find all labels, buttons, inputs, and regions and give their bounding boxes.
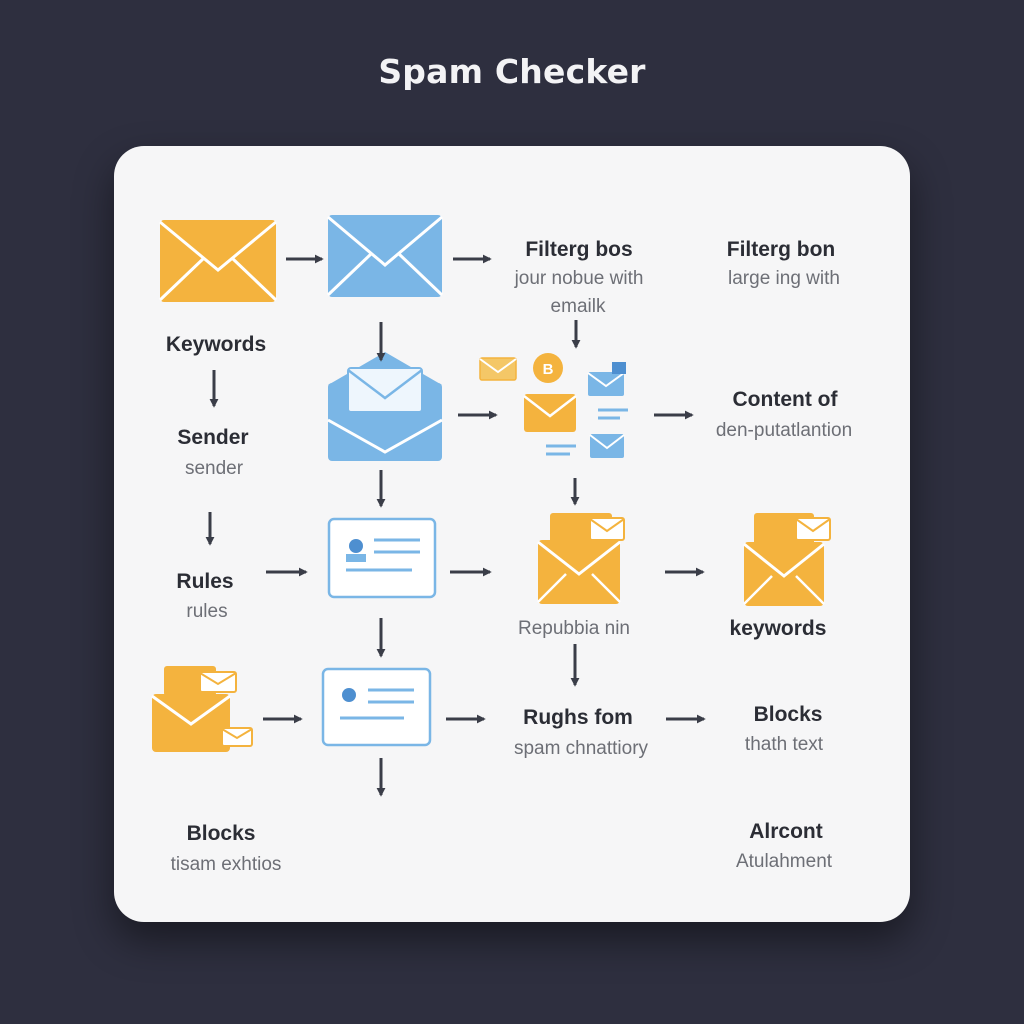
small-envelope-icon (523, 394, 577, 432)
sender-title: Sender (177, 426, 249, 449)
rules-title: Rules (176, 570, 234, 593)
blocks-left-subtitle: tisam exhtios (170, 854, 282, 875)
content-title: Content of (732, 388, 838, 411)
filter2-subtitle: large ing with (728, 268, 840, 289)
filter1-subtitle: jour nobue with (514, 268, 644, 289)
document-card-icon (321, 667, 432, 747)
envelope-stack-icon (151, 666, 253, 752)
orange-envelope-icon (158, 220, 278, 302)
envelope-stack-icon (537, 513, 625, 604)
email-cluster-icon: B (479, 353, 628, 458)
filter1-subtitle-2: emailk (550, 296, 606, 317)
svg-text:B: B (543, 361, 554, 378)
envelope-stack-icon (743, 513, 831, 606)
small-envelope-icon (589, 434, 625, 458)
reputation-label: Repubbia nin (518, 618, 630, 639)
small-envelope-icon (587, 362, 626, 396)
blocks-left-title: Blocks (186, 822, 256, 845)
sender-subtitle: sender (184, 458, 244, 479)
rughs-subtitle: spam chnattiory (513, 738, 649, 759)
rules-subtitle: rules (186, 601, 228, 622)
keywords-right-label: keywords (729, 617, 827, 640)
blocks-right-subtitle: thath text (744, 734, 824, 755)
filter1-title: Filterg bos (525, 238, 633, 261)
diagram-title: Spam Checker (378, 52, 646, 91)
rughs-title: Rughs fom (523, 706, 633, 729)
coin-icon: B (533, 353, 563, 383)
alcont-subtitle: Atulahment (735, 851, 833, 872)
open-envelope-icon (327, 352, 443, 461)
keywords-label: Keywords (165, 333, 267, 356)
blue-envelope-icon (326, 215, 444, 297)
blocks-right-title: Blocks (753, 703, 823, 726)
filter2-title: Filterg bon (726, 238, 836, 261)
content-subtitle: den-putatlantion (715, 420, 853, 441)
document-card-icon (327, 517, 437, 599)
alcont-title: Alrcont (749, 820, 823, 843)
small-envelope-icon (479, 357, 517, 381)
